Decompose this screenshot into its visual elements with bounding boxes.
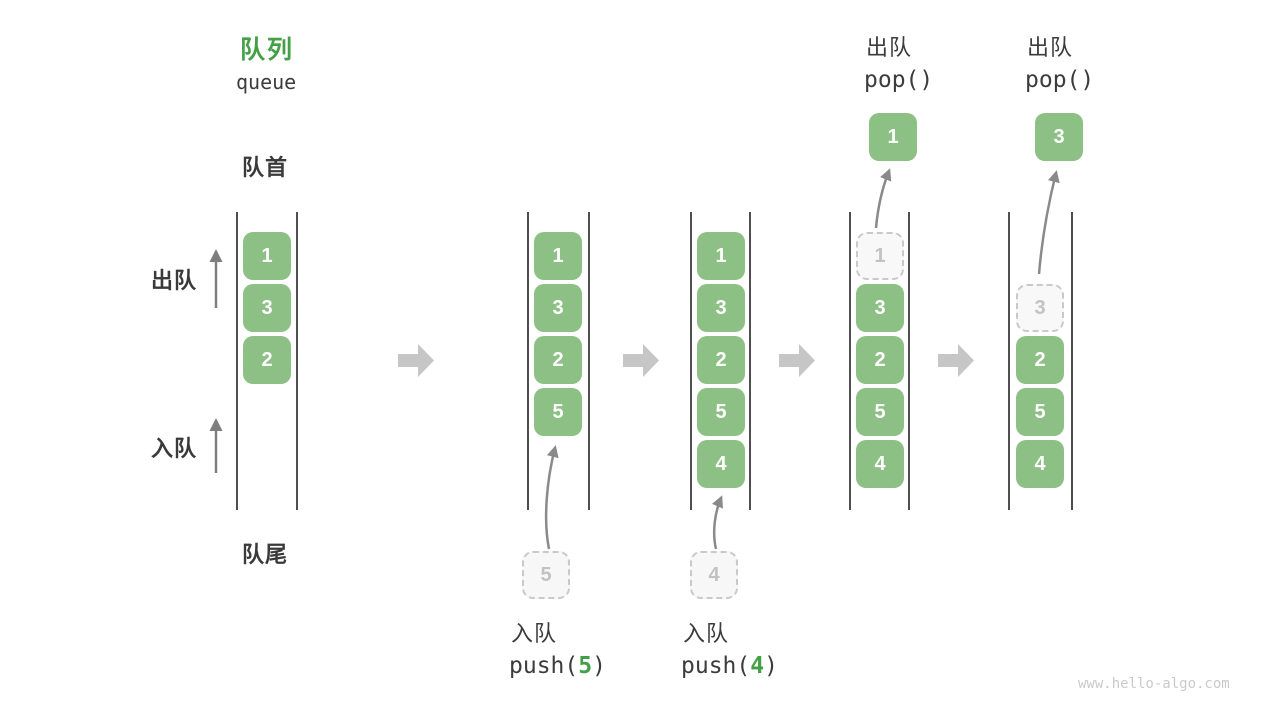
dequeue-direction-label: 出队 bbox=[151, 268, 198, 293]
pop-curved-arrow-icon bbox=[1037, 170, 1060, 275]
queue-cell: 3 bbox=[243, 284, 291, 332]
queue-state-after-push-5: 1 3 2 5 bbox=[527, 212, 590, 510]
pop1-op-label: 出队 bbox=[866, 35, 913, 60]
queue-wall bbox=[690, 212, 692, 510]
queue-cell: 4 bbox=[856, 440, 904, 488]
queue-cell: 1 bbox=[534, 232, 582, 280]
watermark: www.hello-algo.com bbox=[1078, 676, 1230, 692]
queue-cell: 3 bbox=[697, 284, 745, 332]
flow-arrow-icon bbox=[398, 344, 434, 377]
pop2-op-label: 出队 bbox=[1027, 35, 1074, 60]
queue-wall bbox=[236, 212, 238, 510]
push5-fn-open: push( bbox=[509, 653, 579, 679]
push5-code: push(5) bbox=[509, 653, 606, 679]
queue-wall bbox=[849, 212, 851, 510]
enqueue-direction-label: 入队 bbox=[151, 436, 198, 461]
queue-wall bbox=[588, 212, 590, 510]
queue-cell: 2 bbox=[697, 336, 745, 384]
queue-state-after-pop-3: 3 2 5 4 bbox=[1008, 212, 1073, 510]
queue-wall bbox=[1008, 212, 1010, 510]
queue-state-after-push-4: 1 3 2 5 4 bbox=[690, 212, 751, 510]
push4-arg: 4 bbox=[750, 653, 765, 679]
queue-cell: 5 bbox=[1016, 388, 1064, 436]
staged-element-box: 5 bbox=[522, 551, 570, 599]
queue-wall bbox=[1071, 212, 1073, 510]
popped-element-box: 1 bbox=[869, 113, 917, 161]
queue-cell: 5 bbox=[697, 388, 745, 436]
queue-state-after-pop-1: 1 3 2 5 4 bbox=[849, 212, 910, 510]
queue-wall bbox=[908, 212, 910, 510]
diagram-title-zh: 队列 bbox=[240, 36, 295, 64]
queue-cell: 3 bbox=[856, 284, 904, 332]
queue-cell-removed: 3 bbox=[1016, 284, 1064, 332]
diagram-title-en: queue bbox=[236, 70, 297, 94]
queue-cell: 4 bbox=[697, 440, 745, 488]
queue-cell: 5 bbox=[856, 388, 904, 436]
staged-element-box: 4 bbox=[690, 551, 738, 599]
queue-cell: 2 bbox=[1016, 336, 1064, 384]
queue-cell-removed: 1 bbox=[856, 232, 904, 280]
push4-fn-open: push( bbox=[681, 653, 751, 679]
queue-state-initial: 1 3 2 bbox=[236, 212, 298, 510]
push-curved-arrow-icon bbox=[544, 445, 559, 550]
pop-curved-arrow-icon bbox=[874, 168, 892, 229]
queue-cell: 4 bbox=[1016, 440, 1064, 488]
queue-wall bbox=[527, 212, 529, 510]
dequeue-up-arrow-icon bbox=[209, 249, 223, 308]
queue-wall bbox=[296, 212, 298, 510]
queue-cell: 3 bbox=[534, 284, 582, 332]
queue-front-label: 队首 bbox=[242, 155, 289, 180]
flow-arrow-icon bbox=[938, 344, 974, 377]
queue-cell: 1 bbox=[697, 232, 745, 280]
queue-cell: 2 bbox=[534, 336, 582, 384]
push5-fn-close: ) bbox=[592, 653, 606, 679]
queue-cell: 1 bbox=[243, 232, 291, 280]
flow-arrow-icon bbox=[623, 344, 659, 377]
queue-rear-label: 队尾 bbox=[242, 542, 289, 567]
pop1-code: pop() bbox=[864, 67, 934, 93]
push5-op-label: 入队 bbox=[511, 621, 558, 646]
flow-arrow-icon bbox=[779, 344, 815, 377]
push4-fn-close: ) bbox=[764, 653, 778, 679]
push4-code: push(4) bbox=[681, 653, 778, 679]
push-curved-arrow-icon bbox=[711, 495, 723, 550]
pop2-code: pop() bbox=[1025, 67, 1095, 93]
push4-op-label: 入队 bbox=[683, 621, 730, 646]
queue-cell: 5 bbox=[534, 388, 582, 436]
queue-wall bbox=[749, 212, 751, 510]
enqueue-up-arrow-icon bbox=[209, 418, 223, 473]
push5-arg: 5 bbox=[578, 653, 593, 679]
popped-element-box: 3 bbox=[1035, 113, 1083, 161]
queue-cell: 2 bbox=[243, 336, 291, 384]
queue-cell: 2 bbox=[856, 336, 904, 384]
